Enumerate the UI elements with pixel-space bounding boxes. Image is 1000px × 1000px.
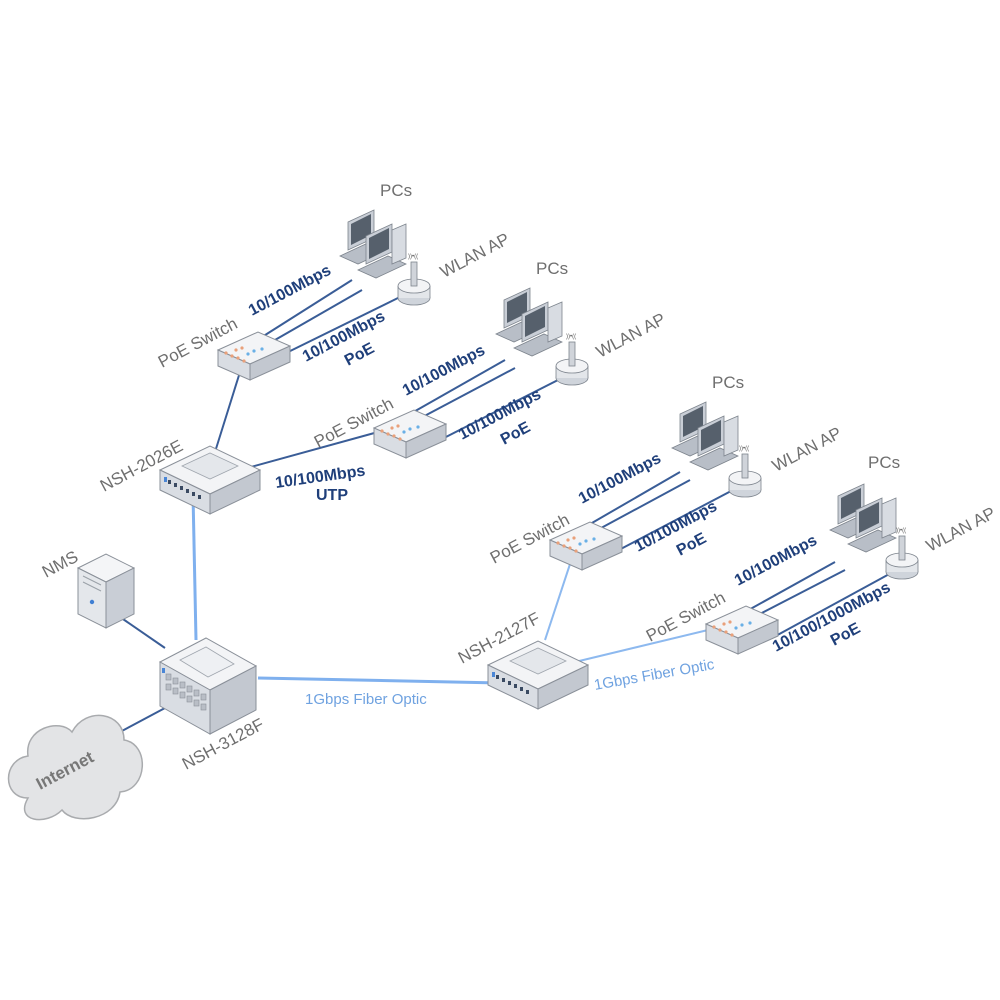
link-poe1-pc-a	[261, 279, 353, 338]
fiber-core-to-nsh2026e	[191, 493, 198, 641]
link-poe2-pc-a	[409, 359, 506, 415]
nms-server-icon	[76, 553, 136, 629]
fiber-nsh2127f-to-poe4	[574, 629, 709, 663]
pc-speed-label-4: 10/100Mbps	[732, 532, 820, 590]
pcs-2-icon	[495, 287, 563, 357]
link-poe3-pc-a	[584, 471, 681, 528]
poe-label-2: PoE	[498, 419, 534, 449]
fiber-branch-label: 1Gbps Fiber Optic	[593, 656, 716, 694]
wlan-ap-3-icon	[728, 445, 762, 498]
link-poe4-pc-a	[744, 561, 836, 613]
wlan-ap-1-icon	[397, 253, 431, 306]
nms-label: NMS	[39, 547, 81, 582]
link-nsh2026e-to-poe1	[214, 371, 241, 453]
pcs-1-label: PCs	[380, 181, 412, 200]
pcs-4-label: PCs	[868, 453, 900, 472]
link-nms-to-core	[119, 616, 166, 649]
poe-switch-1-icon	[217, 331, 291, 381]
pcs-2-label: PCs	[536, 259, 568, 278]
pcs-1-icon	[339, 209, 407, 279]
link-poe1-pc-b	[267, 289, 363, 345]
wlan-ap-2-label: WLAN AP	[593, 309, 669, 361]
link-poe4-ap	[771, 571, 894, 639]
wlan-ap-3-label: WLAN AP	[769, 423, 845, 475]
wlan-ap-4-label: WLAN AP	[923, 503, 999, 555]
poe-switch-4-icon	[705, 605, 779, 655]
core-switch-icon	[159, 637, 257, 735]
fiber-main-label: 1Gbps Fiber Optic	[305, 691, 427, 708]
link-poe4-pc-b	[751, 569, 846, 619]
utp-type-label: UTP	[316, 487, 348, 504]
pc-speed-label-2: 10/100Mbps	[400, 342, 488, 400]
pcs-3-icon	[671, 401, 739, 471]
pcs-3-label: PCs	[712, 373, 744, 392]
gig-speed-label-4: 10/100/1000Mbps	[770, 579, 894, 655]
pc-speed-label-1: 10/100Mbps	[246, 262, 334, 320]
link-poe1-ap	[279, 295, 403, 357]
fiber-core-to-nsh2127f	[257, 676, 501, 685]
internet-cloud: Internet	[7, 714, 144, 821]
wlan-ap-1-label: WLAN AP	[437, 229, 513, 281]
dist-switch-right-icon	[487, 640, 589, 710]
link-poe3-ap	[614, 489, 734, 553]
pc-speed-label-3: 10/100Mbps	[576, 450, 664, 508]
link-poe2-pc-b	[414, 367, 516, 422]
fiber-nsh2127f-to-poe3	[544, 557, 573, 641]
link-nsh2026e-to-poe2	[239, 431, 379, 471]
poe-switch-2-icon	[373, 409, 447, 459]
pcs-4-icon	[829, 483, 897, 553]
link-poe3-pc-b	[589, 479, 691, 535]
link-poe2-ap	[439, 379, 559, 441]
links	[119, 279, 894, 733]
